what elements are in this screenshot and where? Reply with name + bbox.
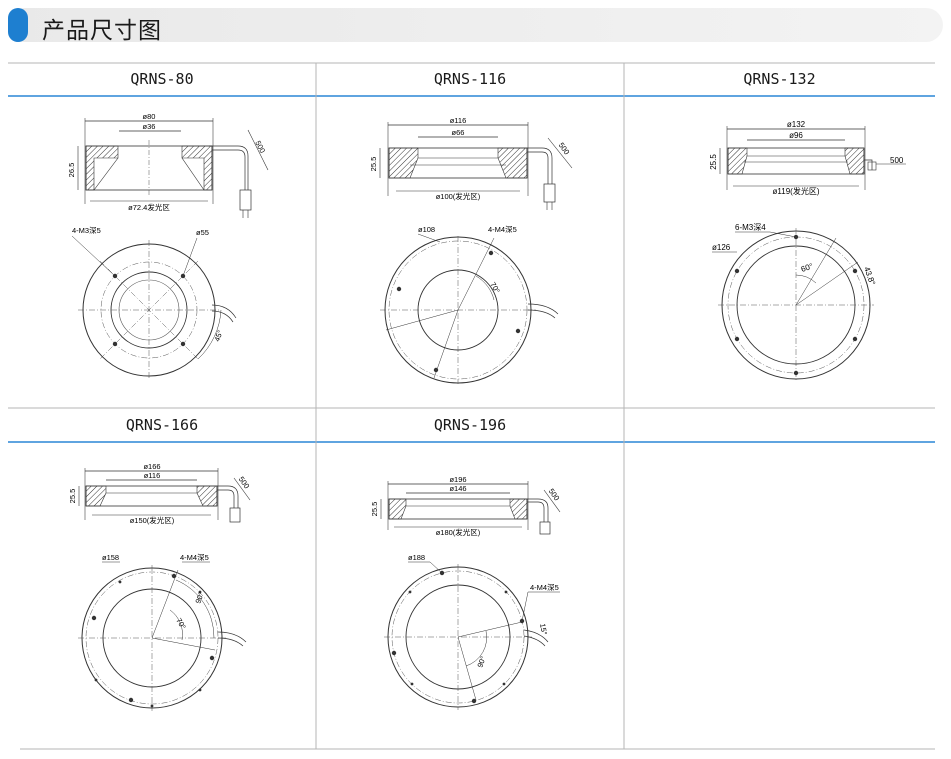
side-view-qrns-132 [719,126,906,190]
pcd-qrns-116: ø108 [418,225,435,234]
model-title-qrns-116: QRNS-116 [433,70,507,88]
pcd-qrns-80: ø55 [196,228,209,237]
pcd-qrns-166: ø158 [102,553,119,562]
pcd-qrns-132: ø126 [712,243,731,252]
dim-outer-qrns-116: ø116 [450,116,467,125]
dim-height-qrns-166: 25.5 [68,489,77,504]
model-title-qrns-196: QRNS-196 [433,416,507,434]
dim-inner-qrns-80: ø36 [143,122,156,131]
dim-inner-qrns-196: ø146 [449,484,466,493]
section-header: 产品尺寸图 [8,8,943,44]
dim-cable-qrns-132: 500 [890,156,904,165]
holes-qrns-116: 4-M4深5 [488,225,517,234]
model-title-qrns-132: QRNS-132 [743,70,816,88]
side-view-qrns-116 [379,122,573,210]
dim-outer-qrns-132: ø132 [787,120,806,129]
dim-height-qrns-196: 25.5 [370,502,379,517]
top-view-qrns-132 [712,228,874,382]
angle-qrns-80: 45° [212,329,224,343]
side-view-qrns-196 [380,481,561,535]
dim-height-qrns-132: 25.5 [709,154,718,170]
dim-cable-qrns-196: 500 [547,487,562,502]
model-title-qrns-166: QRNS-166 [125,416,199,434]
dim-outer-qrns-80: ø80 [143,112,156,121]
top-view-qrns-196 [384,561,560,710]
top-view-qrns-116 [380,233,559,384]
angle2-qrns-196: 90° [475,655,487,669]
angle2-qrns-166: 90° [193,591,205,605]
dim-emit-qrns-116: ø100(发光区) [436,191,481,201]
top-view-qrns-166 [78,561,247,711]
holes-qrns-80: 4-M3深5 [72,226,101,235]
dim-outer-qrns-166: ø166 [143,462,160,471]
dim-height-qrns-116: 25.5 [369,157,378,172]
side-view-qrns-166 [78,468,251,523]
header-accent-pill [8,8,28,42]
dim-emit-qrns-132: ø119(发光区) [773,186,820,196]
dim-emit-qrns-166: ø150(发光区) [130,515,175,525]
model-title-qrns-80: QRNS-80 [130,70,194,88]
dim-outer-qrns-196: ø196 [449,475,466,484]
dim-height-qrns-80: 26.5 [67,163,76,178]
angle1-qrns-196: 15° [538,623,549,636]
pcd-qrns-196: ø188 [408,553,425,562]
holes-qrns-132: 6-M3深4 [735,223,766,232]
dim-emit-qrns-196: ø180(发光区) [436,527,481,537]
section-title: 产品尺寸图 [42,18,162,44]
dim-inner-qrns-116: ø66 [452,128,465,137]
side-view-qrns-80 [77,118,269,218]
angle1-qrns-132: 60° [800,262,814,274]
dim-inner-qrns-132: ø96 [789,131,803,140]
holes-qrns-196: 4-M4深5 [530,583,559,592]
holes-qrns-166: 4-M4深5 [180,553,209,562]
dim-emit-qrns-80: ø72.4发光区 [128,202,170,212]
top-view-qrns-80 [71,235,237,380]
dim-inner-qrns-166: ø116 [144,471,161,480]
